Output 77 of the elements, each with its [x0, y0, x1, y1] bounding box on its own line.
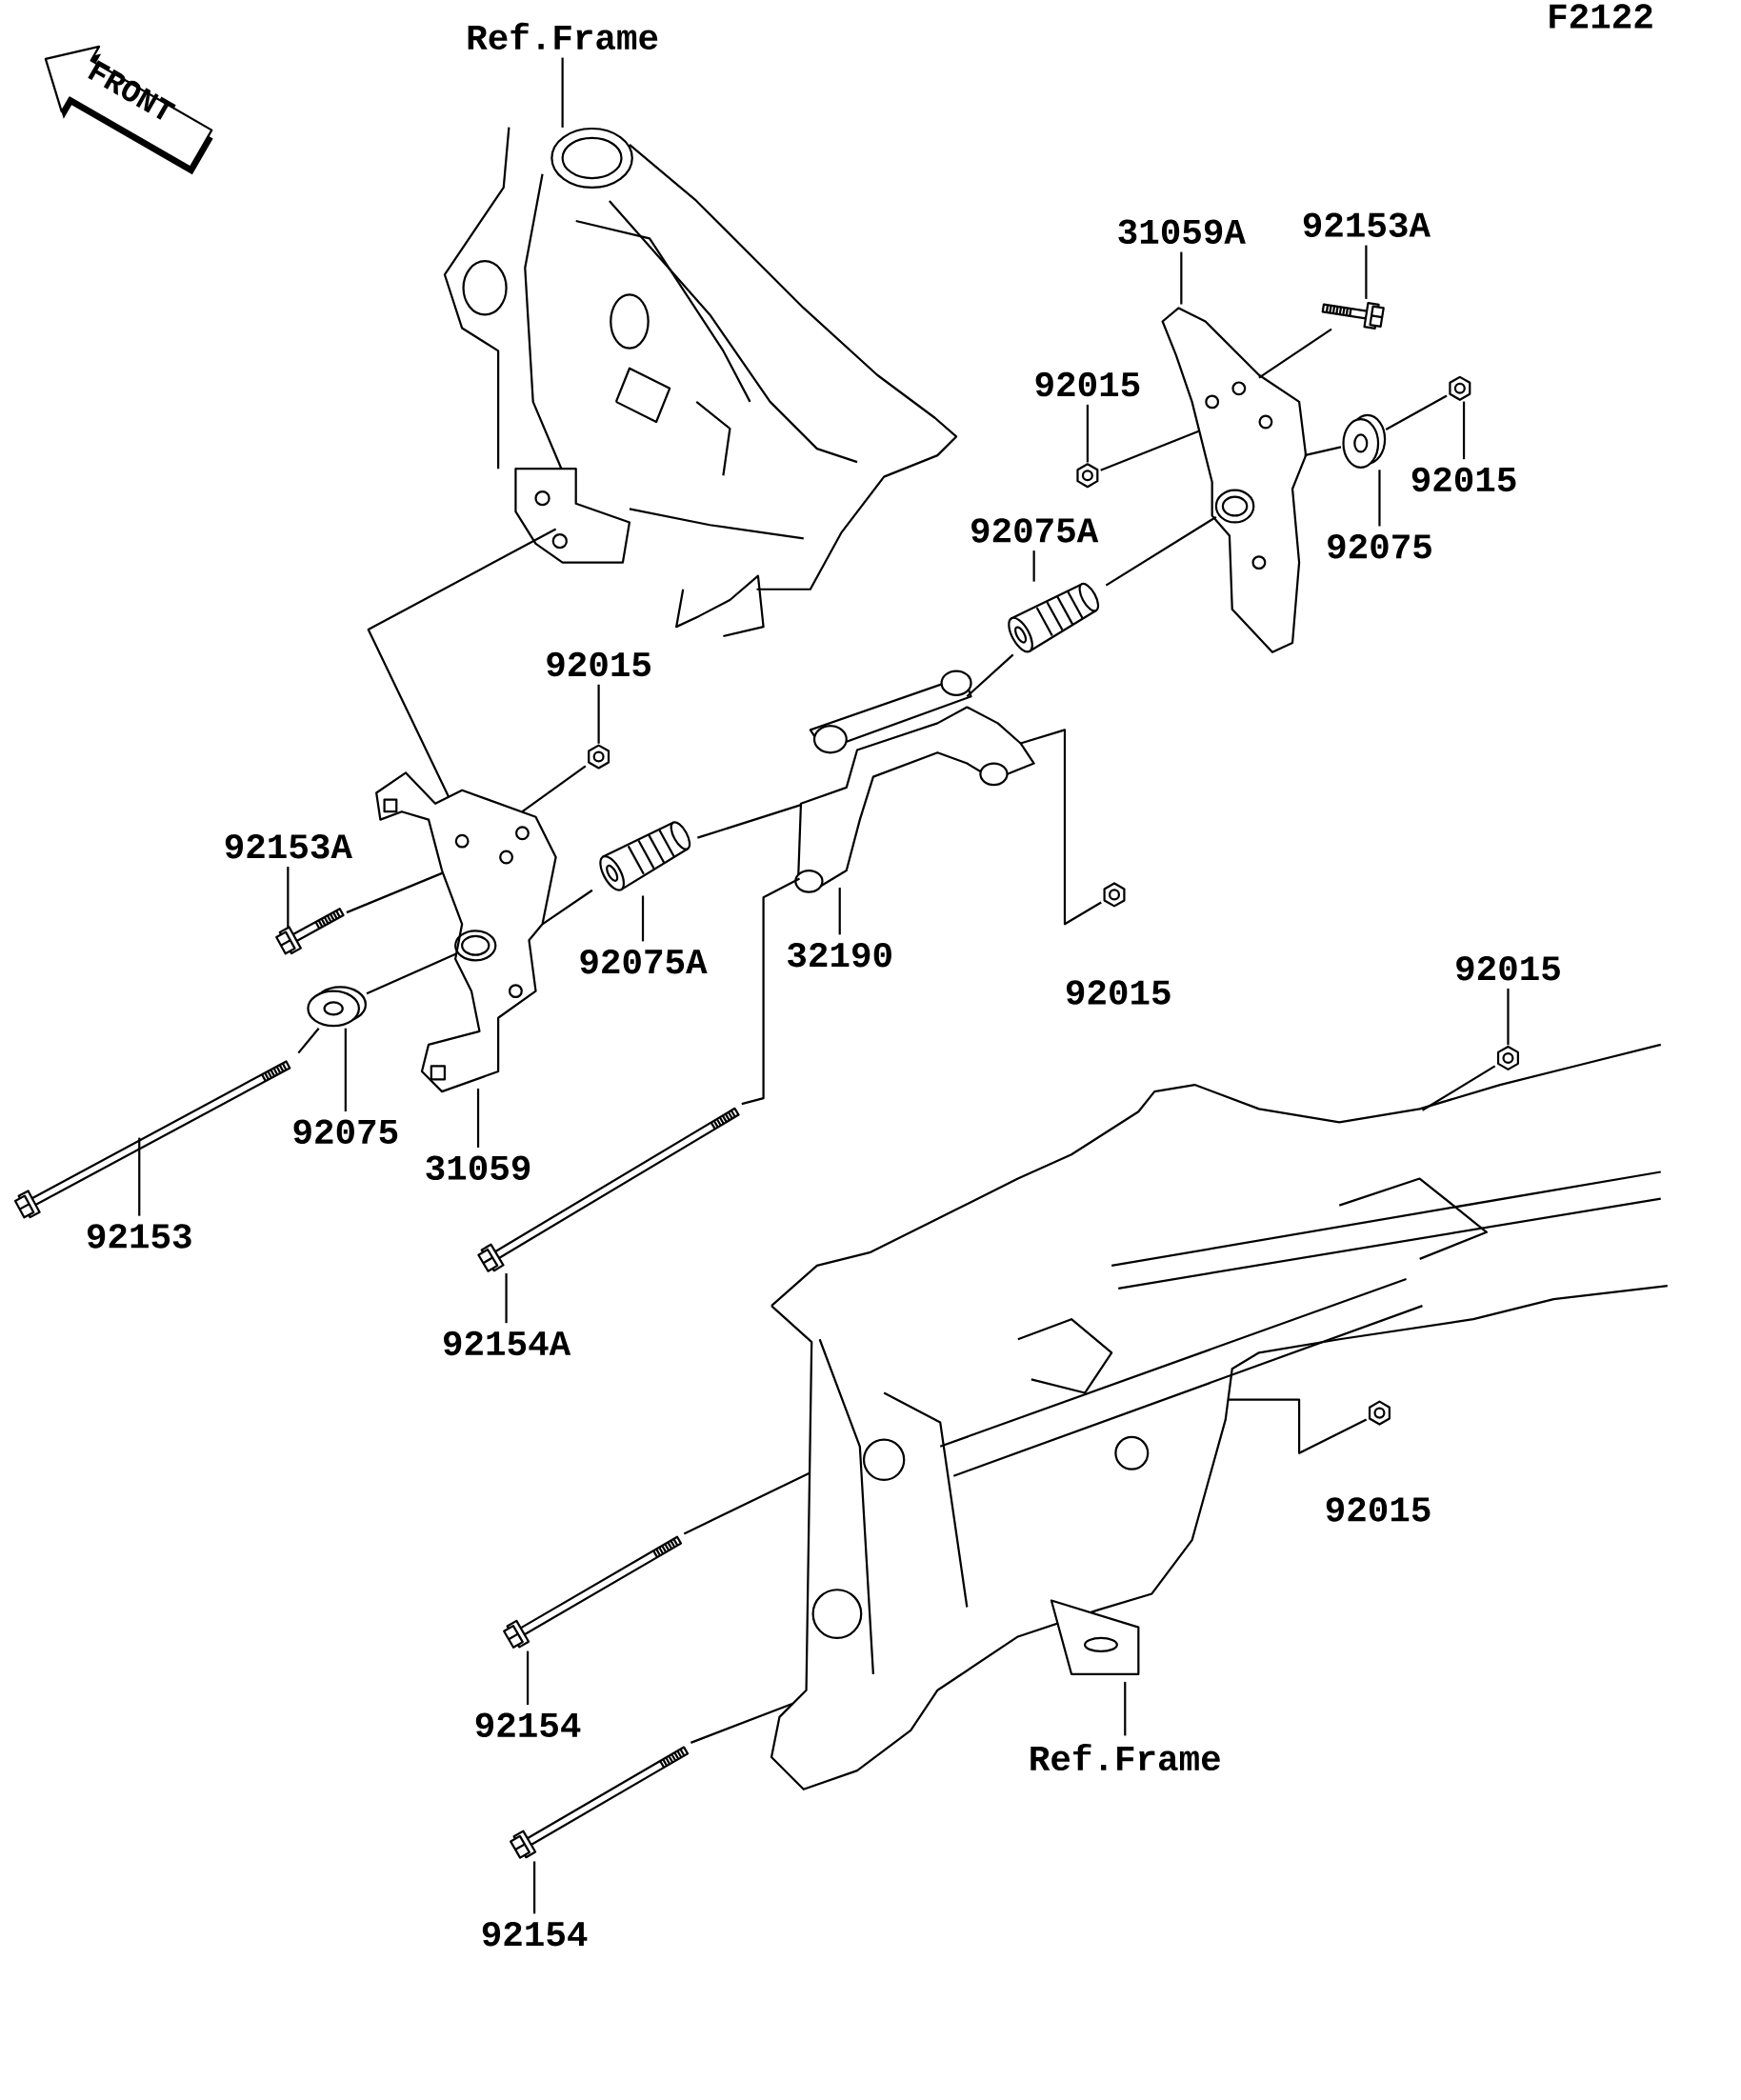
leader-line	[561, 57, 564, 128]
bushing-drawing	[1008, 582, 1100, 653]
part-number: 92015	[1411, 467, 1516, 492]
part-number: 92075A	[580, 949, 708, 974]
part-number: 92153A	[1303, 212, 1431, 237]
nut-drawing	[1076, 463, 1099, 489]
leader-line	[532, 1861, 536, 1914]
part-number: 92015	[547, 651, 650, 677]
part-number: 92015	[1066, 980, 1171, 1005]
leader-line	[597, 684, 600, 744]
frame-drawing	[443, 127, 958, 638]
bolt-drawing	[503, 1535, 683, 1649]
assembly-line	[541, 889, 593, 926]
assembly-line	[1421, 1065, 1496, 1111]
leader-line	[138, 1137, 141, 1216]
assembly-line	[1304, 446, 1342, 457]
part-number: 92075A	[971, 518, 1099, 543]
part-number: 92154	[475, 1712, 581, 1738]
bolt-drawing	[1321, 301, 1385, 330]
part-number: 31059A	[1118, 219, 1246, 244]
leader-line	[1462, 401, 1466, 460]
bolt-drawing	[510, 1746, 690, 1859]
leader-line	[1378, 470, 1381, 527]
assembly-line	[697, 804, 802, 839]
bolt-drawing	[13, 1060, 291, 1219]
part-number: 31059	[426, 1155, 530, 1180]
bushing-drawing	[599, 821, 691, 891]
part-number: 32190	[788, 942, 891, 968]
part-number: 92153A	[225, 834, 352, 859]
nut-drawing	[1103, 882, 1126, 908]
assembly-line	[1258, 328, 1332, 379]
leader-line	[505, 1273, 508, 1324]
frame-drawing	[770, 1043, 1668, 1790]
leader-line	[526, 1650, 530, 1705]
bolt-drawing	[275, 908, 345, 955]
bracket-drawing	[375, 771, 557, 1093]
assembly-line	[346, 871, 443, 914]
leader-line	[1507, 989, 1510, 1046]
washer-drawing	[307, 986, 367, 1028]
leader-line	[1124, 1681, 1127, 1736]
assembly-line	[966, 653, 1014, 698]
leader-line	[287, 867, 290, 929]
nut-drawing	[588, 744, 610, 770]
part-number: 92154	[482, 1921, 588, 1947]
part-number: 92075	[1328, 534, 1431, 559]
leader-line	[1032, 550, 1035, 582]
assembly-line	[366, 952, 457, 995]
assembly-line	[683, 1471, 810, 1535]
leader-line	[1180, 251, 1183, 305]
assembly-line	[1105, 515, 1217, 587]
assembly-line	[1228, 1398, 1368, 1454]
assembly-line	[1385, 394, 1448, 430]
leader-line	[838, 888, 841, 935]
nut-drawing	[1449, 375, 1471, 401]
part-number: 92015	[1326, 1497, 1431, 1522]
reference-label: Ref.Frame	[468, 22, 658, 50]
assembly-line	[690, 1702, 793, 1744]
part-number: 92154A	[444, 1330, 571, 1356]
leader-line	[1086, 404, 1089, 463]
part-number: 92075	[293, 1119, 398, 1145]
leader-line	[641, 895, 645, 942]
assembly-line	[367, 528, 557, 798]
part-number: 92015	[1035, 371, 1140, 397]
washer-drawing	[1342, 413, 1387, 469]
assembly-line	[1100, 430, 1199, 471]
part-number: 92015	[1456, 956, 1560, 981]
leader-line	[476, 1089, 480, 1148]
drawing-number: F2122	[1550, 4, 1652, 29]
bracket-drawing	[794, 670, 1035, 893]
assembly-line	[297, 1028, 320, 1054]
assembly-line	[521, 765, 587, 813]
leader-line	[344, 1028, 347, 1112]
assembly-line	[741, 877, 800, 1106]
assembly-line	[1020, 729, 1102, 926]
bracket-drawing	[1161, 307, 1308, 653]
leader-line	[1365, 245, 1368, 299]
part-number: 92153	[87, 1224, 191, 1249]
